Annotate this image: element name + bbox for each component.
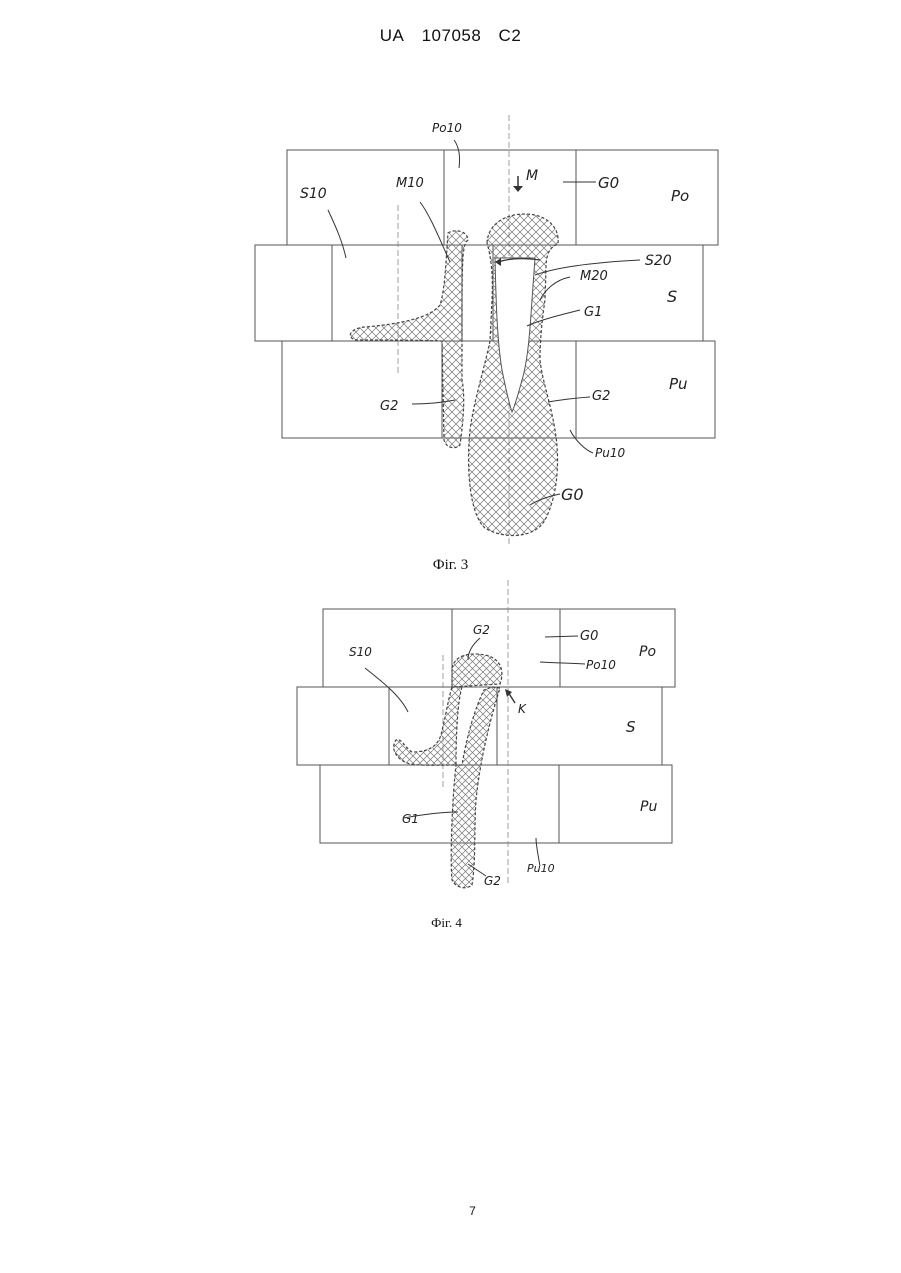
label-g2-bottom-fig4: G2 [484,874,501,888]
label-pu10-fig4: Pu10 [527,862,555,875]
label-g1-fig4: G1 [402,812,419,826]
top-melt-region-fig4 [452,654,502,687]
label-s10-fig4: S10 [349,645,372,659]
label-s-fig4: S [626,718,636,736]
figure-4-drawing: G2 G0 Po S10 Po10 K S Pu G1 Pu10 G2 [0,0,901,920]
label-g0-fig4: G0 [580,629,598,644]
label-k-fig4: K [518,702,527,716]
label-g2-top-fig4: G2 [473,623,490,637]
left-melt-region-fig4 [394,687,462,765]
label-po10-fig4: Po10 [586,658,616,672]
runner-melt-region-fig4 [451,687,500,888]
label-pu-fig4: Pu [640,799,657,815]
page-number: 7 [0,1204,901,1218]
lower-mold-part-fig4 [320,765,672,843]
figure-4-caption: Фіг. 4 [0,915,897,931]
label-po-fig4: Po [639,644,656,660]
